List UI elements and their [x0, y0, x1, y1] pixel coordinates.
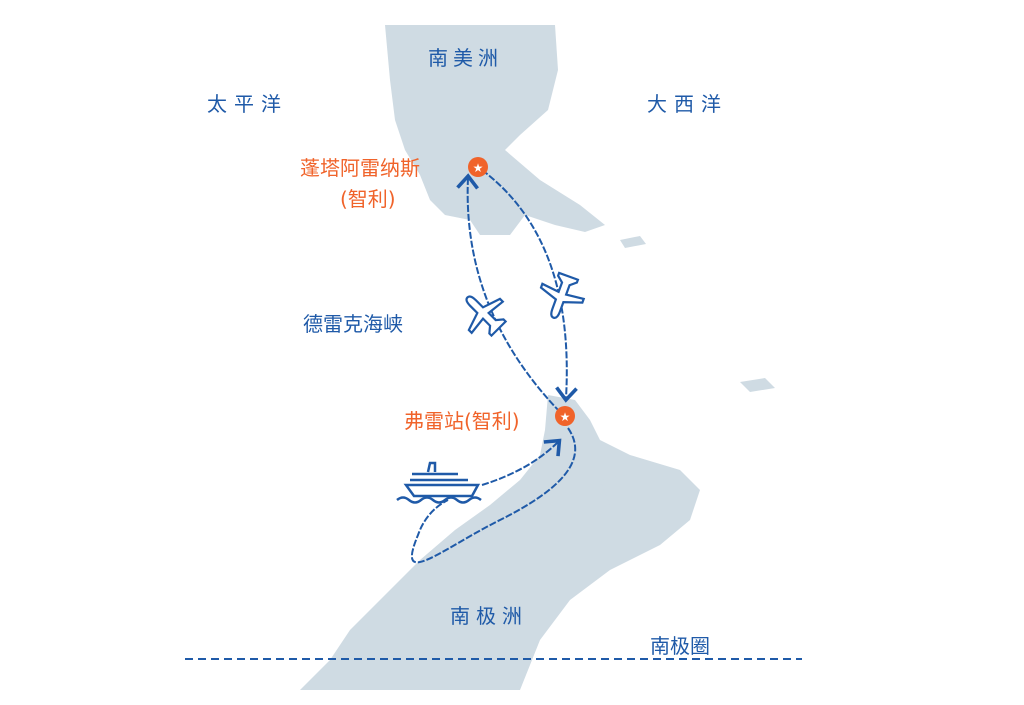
star-marker-icon: ★ [468, 157, 488, 177]
label-punta-arenas: 蓬塔阿雷纳斯 [300, 156, 420, 180]
svg-text:★: ★ [473, 161, 484, 175]
route-to-punta-arenas [456, 173, 561, 413]
label-antarctic-circle: 南极圈 [650, 634, 710, 658]
ship-route [411, 427, 577, 564]
ship-icon [396, 461, 482, 504]
land-south-america [385, 25, 646, 248]
label-drake-passage: 德雷克海峡 [303, 312, 403, 336]
airplane-icon [465, 295, 508, 338]
label-antarctica: 南极洲 [450, 604, 528, 628]
label-atlantic-ocean: 大西洋 [647, 92, 728, 116]
label-punta-arenas-country: (智利) [340, 187, 396, 211]
route-to-frei [481, 169, 578, 403]
airplane-icon [539, 271, 586, 319]
flight-routes [456, 169, 578, 413]
label-pacific-ocean: 太平洋 [207, 92, 288, 116]
svg-text:★: ★ [560, 410, 571, 424]
label-south-america: 南美洲 [428, 46, 503, 70]
star-marker-icon: ★ [555, 406, 575, 426]
label-frei-station: 弗雷站(智利) [404, 409, 520, 433]
land-antarctica [300, 378, 775, 690]
